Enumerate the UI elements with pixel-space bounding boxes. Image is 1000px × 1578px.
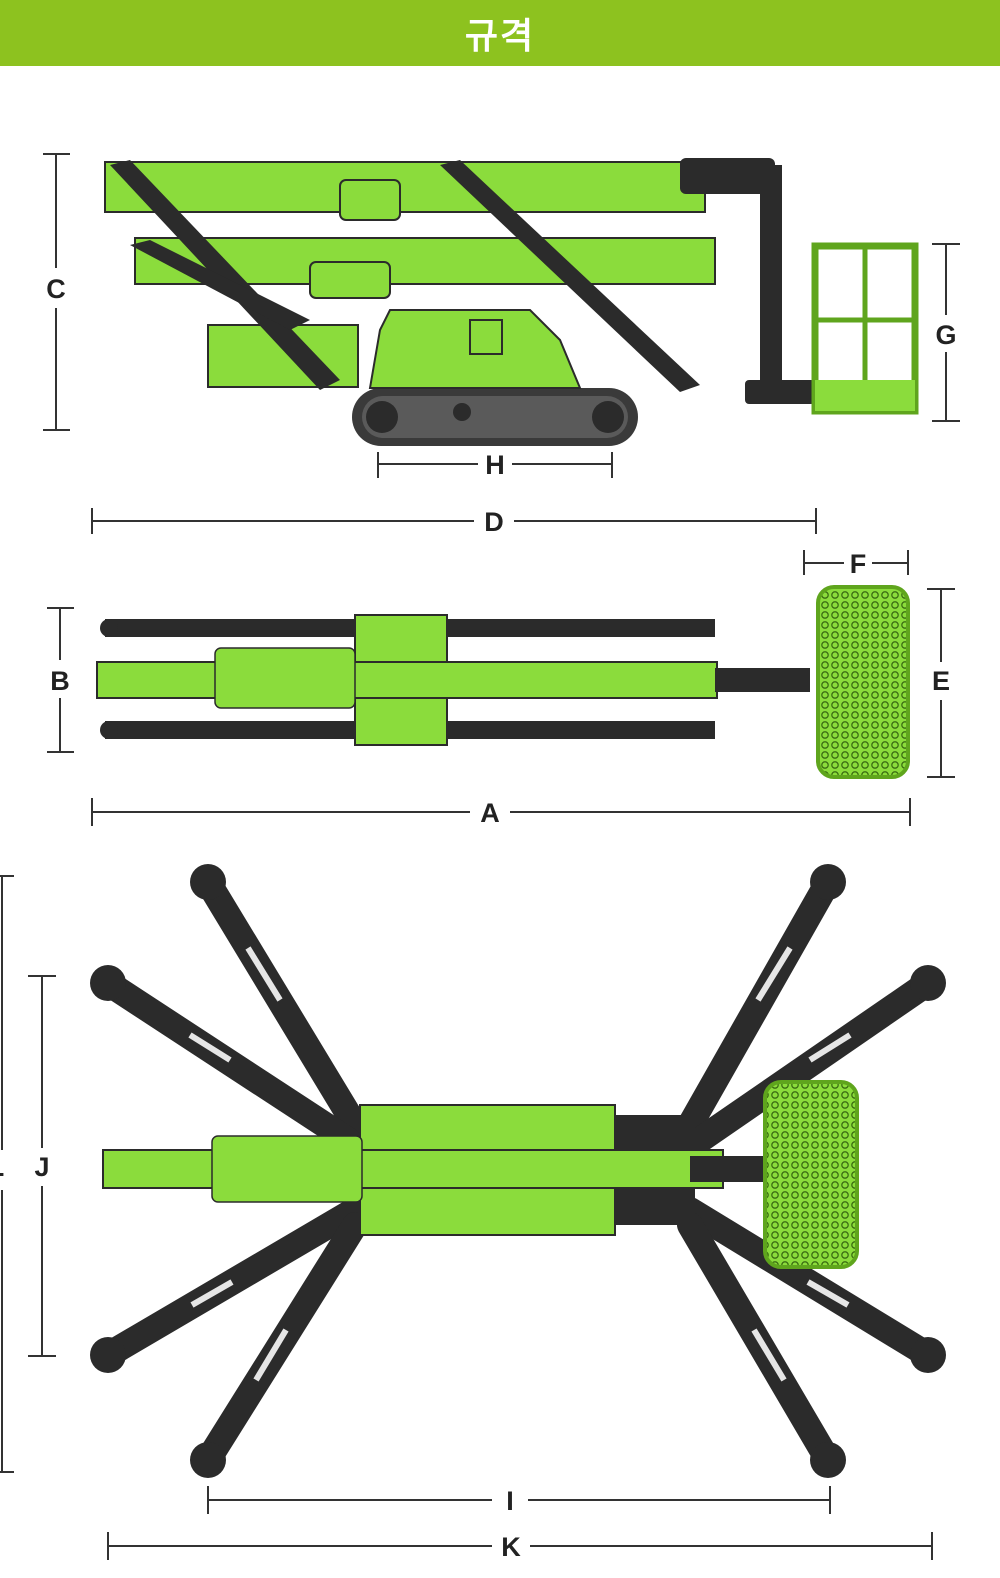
upper-boom xyxy=(104,161,706,213)
page-title: 규격 xyxy=(464,16,536,57)
dimension-k xyxy=(107,1532,933,1560)
dimension-c-label: C xyxy=(46,274,66,304)
chassis-body xyxy=(368,309,582,389)
dimension-e-label: E xyxy=(932,666,950,696)
dimension-h-label: H xyxy=(485,450,505,480)
dimension-f xyxy=(803,550,909,575)
dimension-b-label: B xyxy=(50,666,70,696)
outrigger-foot xyxy=(910,965,946,1001)
outrigger-foot xyxy=(190,1442,226,1478)
dimension-g-label: G xyxy=(935,320,956,350)
top-view-deployed xyxy=(90,864,946,1478)
page-header: 규격 xyxy=(0,0,1000,66)
dimension-j xyxy=(28,975,56,1357)
dimension-j-label: J xyxy=(34,1152,49,1182)
dimension-a xyxy=(91,798,911,826)
dimension-c xyxy=(43,153,70,431)
outrigger-foot xyxy=(90,965,126,1001)
dimension-d xyxy=(91,508,817,534)
dimension-f-label: F xyxy=(850,549,867,579)
dimension-h xyxy=(377,452,613,478)
dimension-l xyxy=(0,875,14,1473)
outrigger-foot xyxy=(810,864,846,900)
dimension-g xyxy=(932,243,960,422)
dimension-d-label: D xyxy=(484,507,504,537)
dimension-i xyxy=(207,1486,831,1514)
dimension-b xyxy=(47,607,74,753)
dimension-a-label: A xyxy=(480,798,500,828)
deployed-basket xyxy=(763,1080,859,1269)
top-boom xyxy=(96,661,718,699)
dimension-i-label: I xyxy=(506,1486,514,1516)
lower-boom xyxy=(134,237,716,285)
dimension-l-label: L xyxy=(0,1152,4,1182)
outrigger-foot xyxy=(910,1337,946,1373)
outrigger-foot xyxy=(190,864,226,900)
top-view-stowed xyxy=(96,585,910,779)
top-basket xyxy=(816,585,910,779)
dimension-k-label: K xyxy=(501,1532,521,1562)
outrigger-foot xyxy=(90,1337,126,1373)
side-view xyxy=(104,158,919,446)
outrigger-foot xyxy=(810,1442,846,1478)
dimension-e xyxy=(927,588,955,778)
